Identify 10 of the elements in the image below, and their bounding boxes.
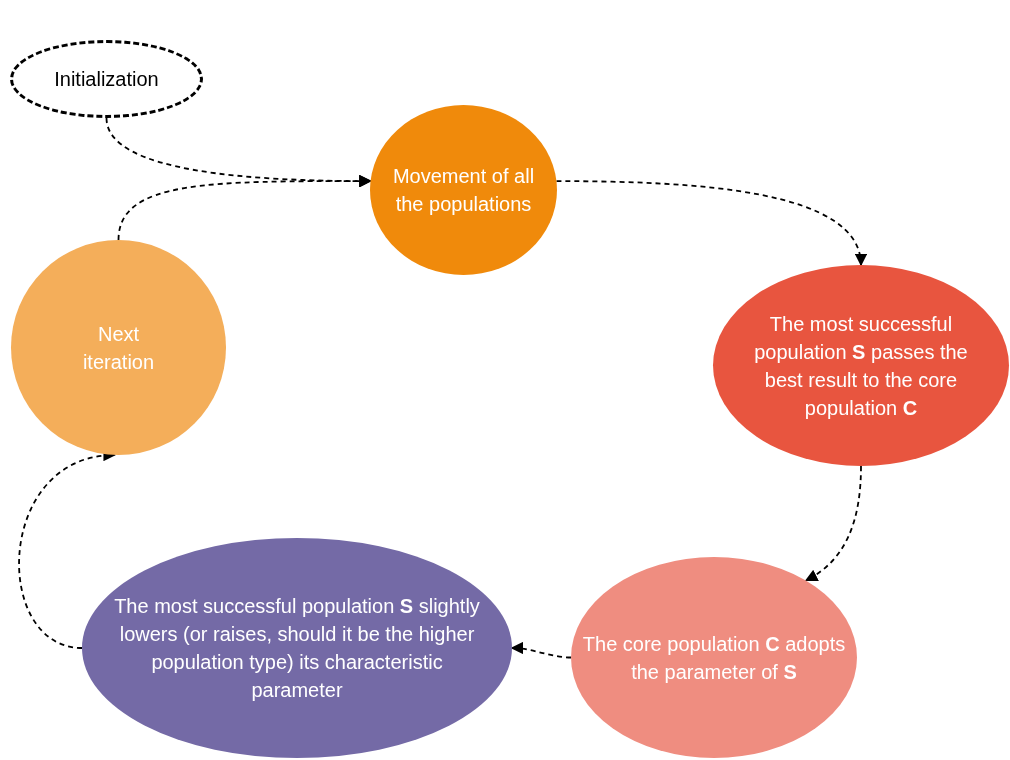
dashed-arrow bbox=[510, 642, 572, 659]
node-text: The most successful population S slightly lowers (or raises, should it be the higher population type) its characteristic parameter bbox=[113, 594, 481, 703]
node-text: Initialization bbox=[54, 67, 159, 92]
node-text: The most successful population S passes the best result to the core population C bbox=[753, 311, 969, 421]
dashed-arrow bbox=[804, 465, 862, 582]
node-text: Movement of all the populations bbox=[391, 164, 536, 217]
node-text: Next iteration bbox=[81, 321, 156, 375]
dashed-arrow bbox=[555, 180, 866, 267]
dashed-arrow bbox=[117, 174, 372, 241]
node-text: The core population C adopts the parameter of S bbox=[581, 631, 847, 685]
